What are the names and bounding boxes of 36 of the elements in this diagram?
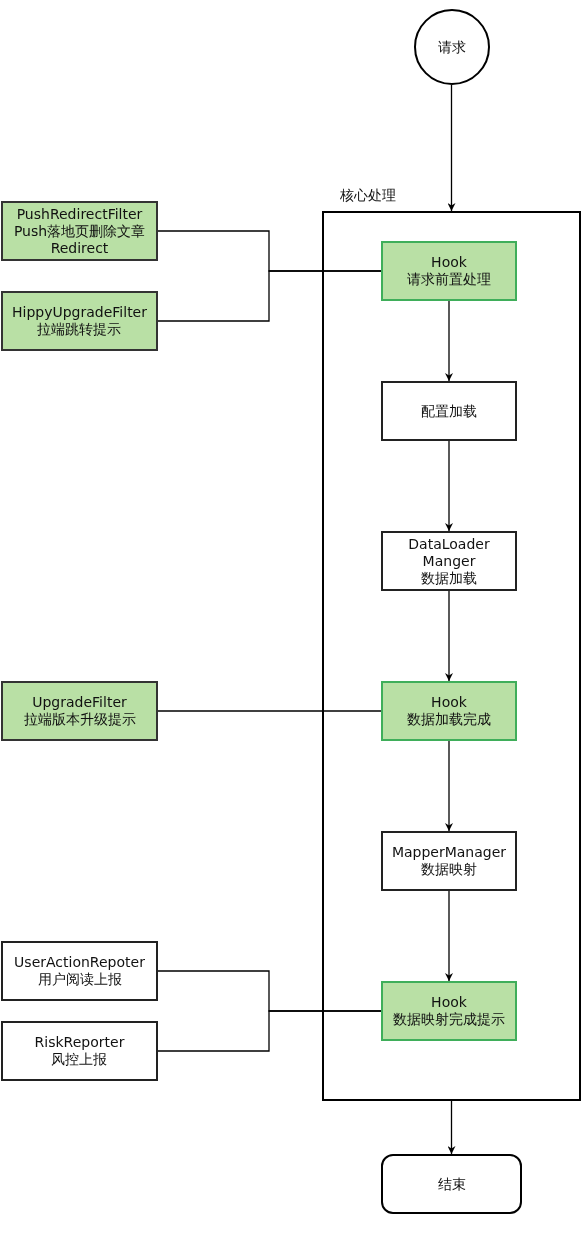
node-label: 配置加载 [421, 402, 477, 420]
hook-box [381, 981, 517, 1041]
node-label: PushRedirectFilter Push落地页删除文章 Redirect [13, 205, 146, 257]
process-box [381, 381, 517, 441]
arrow [445, 440, 453, 532]
node-label: Hook 请求前置处理 [407, 254, 491, 288]
hook-box [381, 241, 517, 301]
connector-line [157, 1010, 382, 1052]
connector-line [157, 270, 382, 322]
node-label: UpgradeFilter 拉端版本升级提示 [23, 694, 136, 728]
arrow [447, 1100, 456, 1155]
arrow [445, 300, 453, 382]
arrow [445, 890, 453, 982]
node-label: Hook 数据映射完成提示 [393, 994, 505, 1028]
node-label: DataLoader Manger 数据加载 [408, 535, 490, 587]
arrow [445, 590, 453, 682]
node-label: MapperManager 数据映射 [391, 844, 507, 878]
group-title: 核心处理 [340, 187, 396, 204]
connector-line [157, 710, 382, 712]
hook-box [381, 681, 517, 741]
process-box [381, 831, 517, 891]
process-box [381, 531, 517, 591]
arrow [445, 740, 453, 832]
node-label: 结束 [437, 1175, 466, 1193]
end-box [381, 1154, 522, 1214]
node-label: HippyUpgradeFilter 拉端跳转提示 [12, 304, 147, 338]
node-label: Hook 数据加载完成 [407, 694, 491, 728]
node-label: UserActionRepoter 用户阅读上报 [14, 954, 145, 988]
process-box [1, 941, 158, 1001]
node-label: RiskReporter 风控上报 [34, 1034, 125, 1068]
filter-box [1, 681, 158, 741]
arrow [447, 84, 456, 212]
node-label: 请求 [438, 38, 466, 56]
filter-box [1, 291, 158, 351]
filter-box [1, 201, 158, 261]
process-box [1, 1021, 158, 1081]
